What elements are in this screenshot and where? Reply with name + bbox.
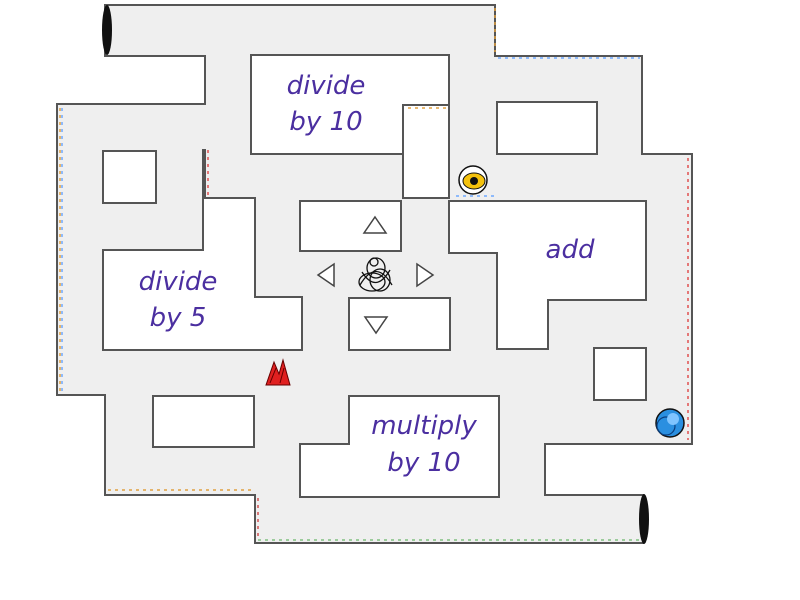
room-multiply-10-label: multiply by 10 [371, 411, 477, 478]
room-add-label: add [546, 235, 595, 265]
divide-5-line2: by 5 [150, 303, 207, 333]
right-arrow-icon[interactable] [416, 262, 435, 288]
divide-10-line1: divide [287, 71, 366, 101]
maze-edge-hints [59, 8, 689, 541]
up-arrow-icon[interactable] [362, 215, 388, 234]
bottom-right-portal [639, 494, 649, 544]
wall-ctrl-up [299, 200, 402, 252]
room-divide-10-label: divide by 10 [287, 71, 366, 137]
wall-add [448, 200, 647, 350]
divide-10-line2: by 10 [289, 107, 362, 137]
wall-multiply-10 [299, 395, 500, 498]
blue-orb-icon [655, 408, 685, 438]
wall-right-small [593, 347, 647, 401]
wall-center-divider [402, 104, 450, 199]
red-spike-icon [265, 358, 291, 386]
wall-bottom-left [152, 395, 255, 448]
wall-ctrl-down [348, 297, 451, 351]
add-line1: add [546, 235, 595, 265]
wall-divide-5 [102, 149, 303, 351]
wall-top-right [496, 101, 598, 155]
yellow-orb-icon [458, 165, 488, 195]
left-arrow-icon[interactable] [316, 262, 335, 288]
down-arrow-icon[interactable] [363, 316, 389, 335]
room-divide-5-label: divide by 5 [139, 267, 218, 333]
multiply-10-line2: by 10 [387, 448, 460, 478]
top-left-portal [102, 5, 112, 55]
multiply-10-line1: multiply [371, 411, 477, 441]
divide-5-line1: divide [139, 267, 218, 297]
maze-walls [102, 54, 647, 498]
scribble-player-icon [358, 257, 393, 292]
wall-left-small [102, 150, 157, 204]
